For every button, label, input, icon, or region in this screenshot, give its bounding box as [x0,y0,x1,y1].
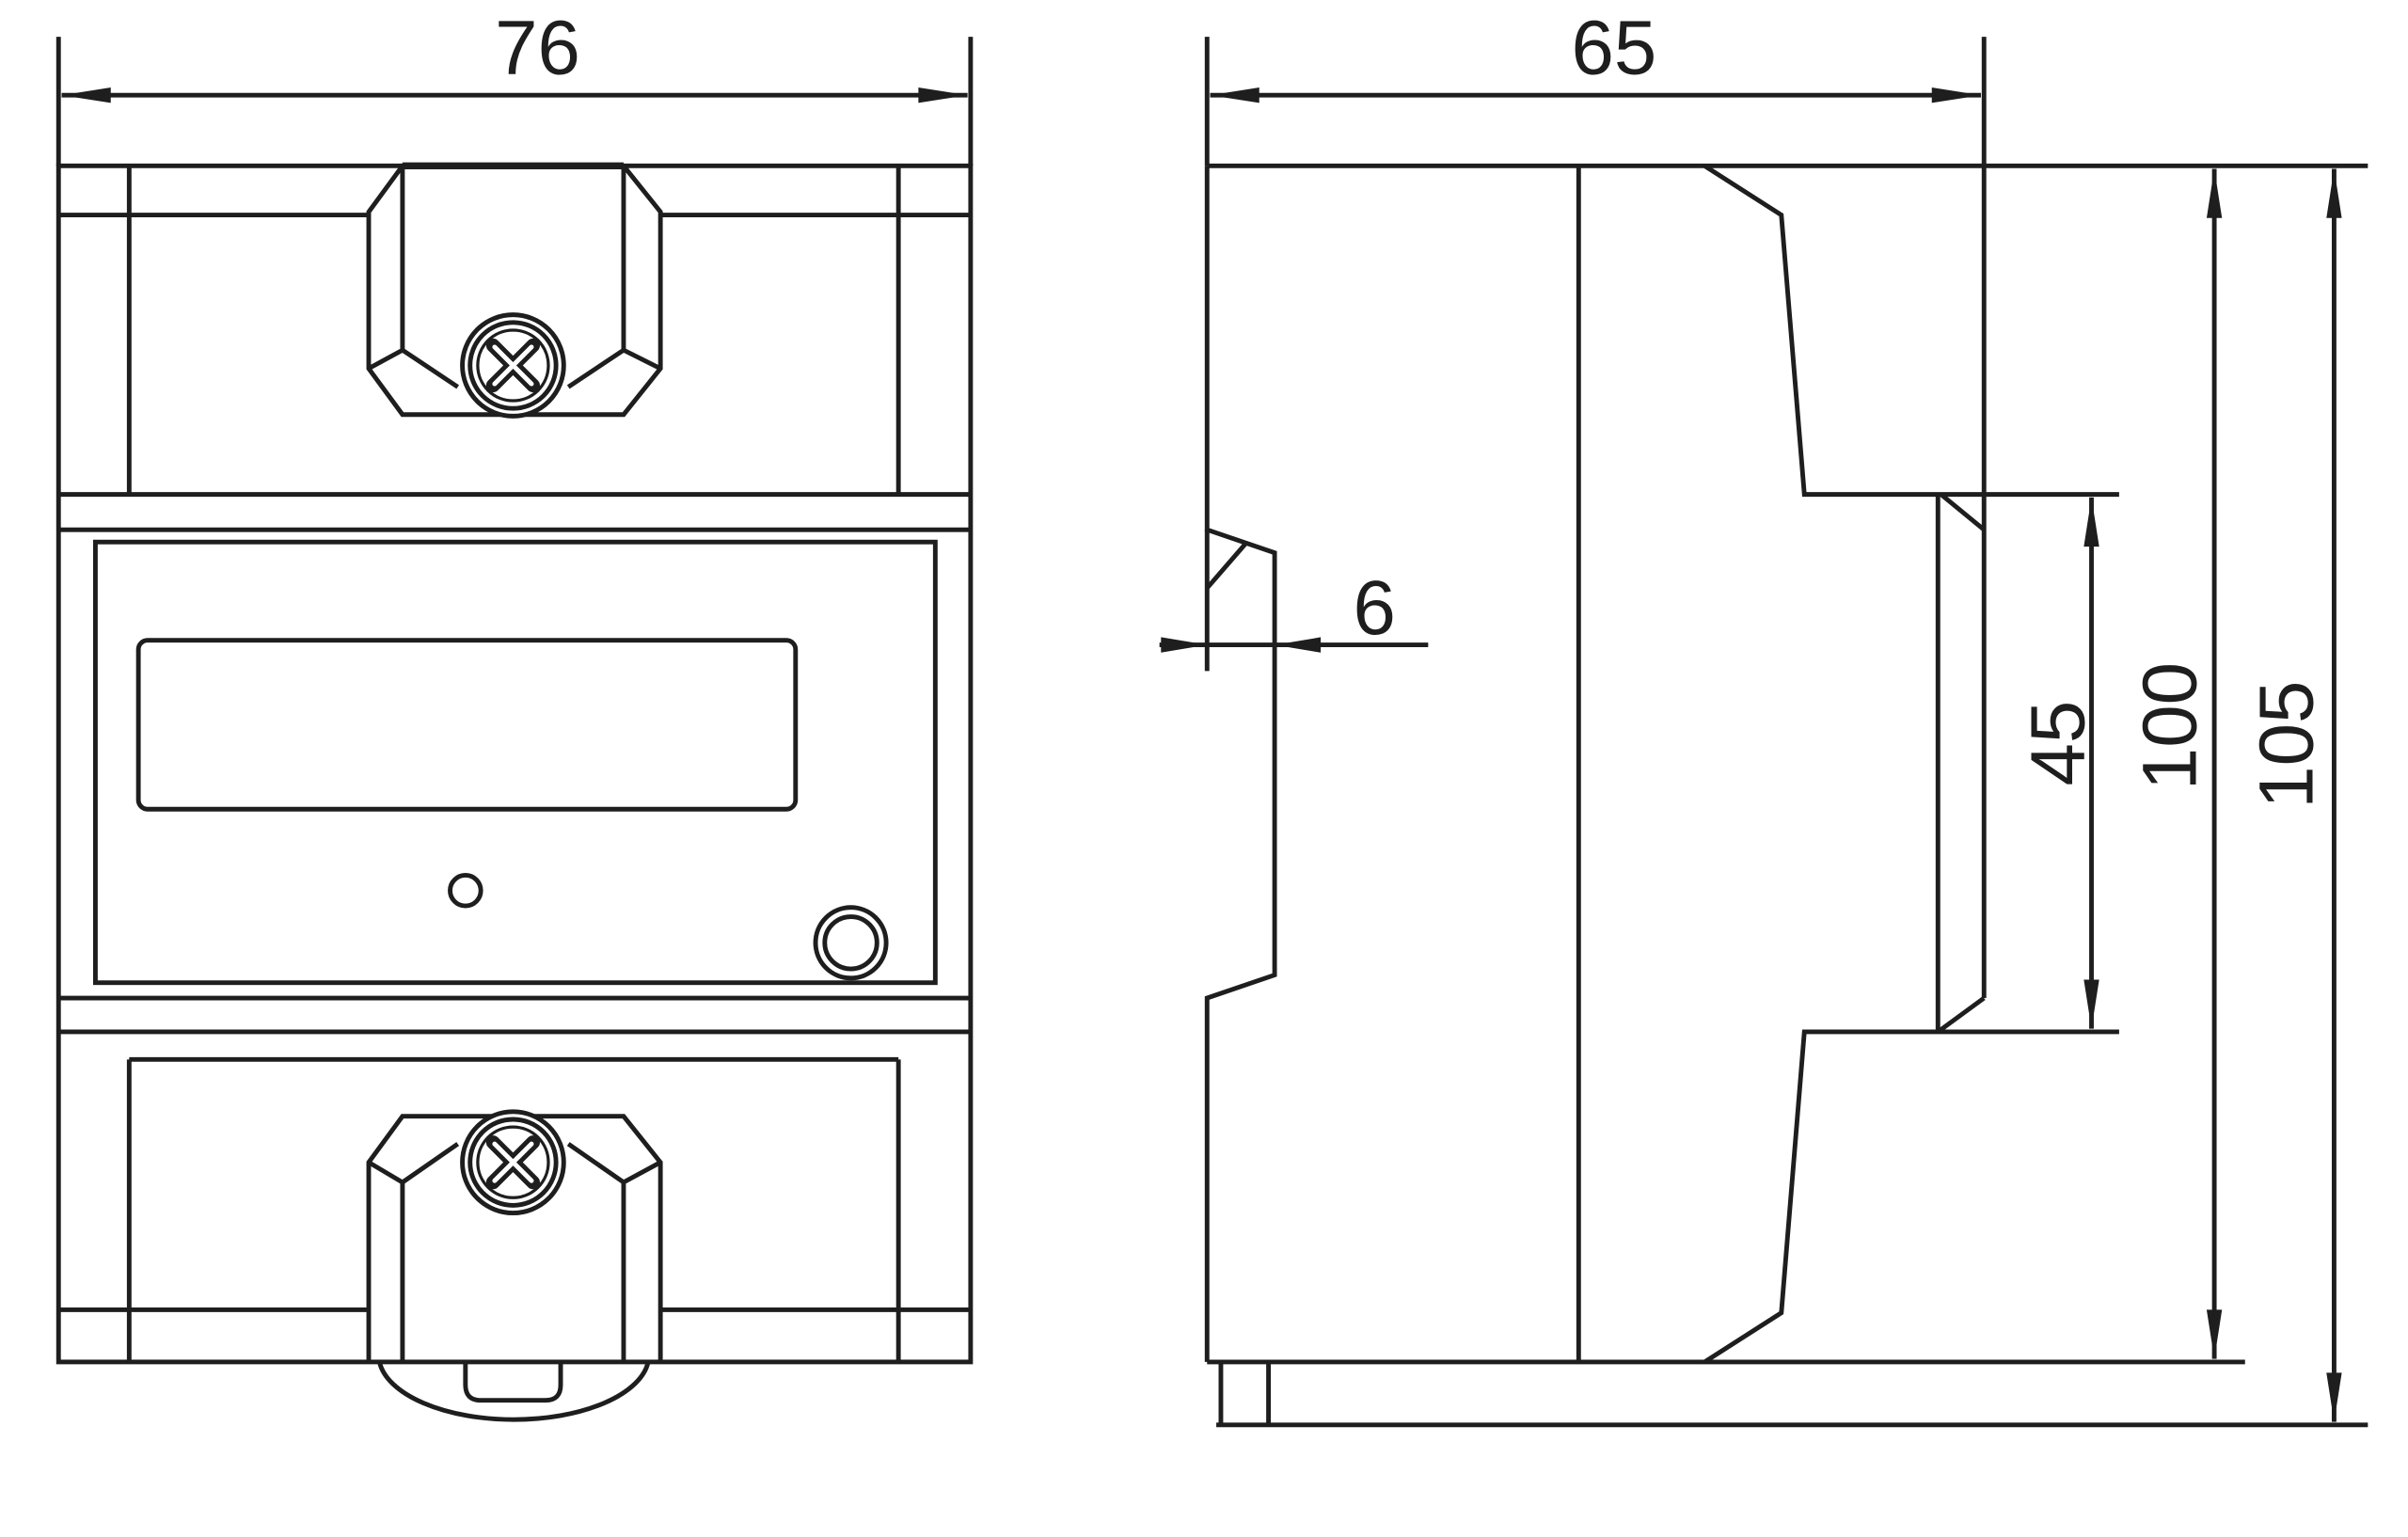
screw-icon [460,312,566,419]
depth-dimension: 65 [1204,5,1987,495]
clip-offset-dimension: 6 [1159,565,1429,653]
dimension-label-width: 76 [495,5,580,90]
rail-clip-tab [463,1361,563,1403]
arrowhead-up [2326,168,2342,218]
arrowhead-up [2206,168,2223,218]
screw-ring-inner [476,328,550,403]
lcd-window [135,638,799,812]
lower-terminal-cover [58,1056,971,1362]
upper-terminal-cover [58,166,971,495]
side-view: 65 6 45 [1159,5,2368,1428]
upper-terminal-block [366,162,663,419]
terminal-block-facet-right [566,1142,662,1185]
rear-edge-with-clip [1204,166,1277,1362]
rail-clip-tab-side [1218,1361,1272,1425]
dimension-label-rail: 45 [2015,701,2100,786]
rail-width-dimension: 45 [2015,497,2100,1029]
arrowhead-right [1931,87,1981,103]
dimension-label-overall-height: 105 [2244,681,2330,809]
arrowhead-right [1161,637,1208,653]
screw-cross-slot-inner [492,1141,534,1183]
front-panel [92,539,938,986]
button-inner-ring [822,914,879,972]
terminal-block-facet-left [367,1142,460,1185]
screw-cross-slot-inner [492,344,534,387]
front-view: 76 [55,5,974,1422]
screw-ring [467,1117,559,1208]
arrowhead-left [1275,637,1322,653]
front-protrusion [1935,492,1987,1034]
arrowhead-left [61,87,111,103]
dimension-label-body-height: 100 [2128,662,2213,790]
front-panel-frame [58,492,971,1035]
clip-notch [1205,540,1249,590]
arrowhead-up [2083,497,2099,547]
screw-ring-inner [476,1125,550,1199]
arrowhead-down [2206,1309,2223,1359]
arrowhead-right [918,87,968,103]
front-profile-lower [1703,1029,2119,1364]
indicator-led [448,873,483,909]
screw-ring [467,320,559,411]
dimension-label-clip: 6 [1353,565,1395,651]
front-profile-upper [1703,164,2119,498]
terminal-block-facet-right [566,347,662,389]
protrusion-chamfer-top [1939,492,1986,532]
arrowhead-left [1210,87,1259,103]
button-outer-ring [813,905,889,981]
screw-icon [460,1109,566,1216]
overall-height-dimension: 105 [2244,168,2342,1422]
panel-button [813,905,889,981]
arrowhead-down [2083,979,2099,1029]
width-dimension: 76 [55,5,974,166]
rail-clip-arc [377,1361,651,1422]
lower-terminal-block [366,1109,663,1362]
protrusion-chamfer-bottom [1936,996,1986,1034]
dimension-label-depth: 65 [1571,5,1656,90]
arrowhead-down [2326,1372,2342,1422]
body-height-dimension: 100 [2128,168,2223,1359]
terminal-block-outline [366,163,663,418]
rail-clip-front [377,1361,651,1422]
terminal-block-facet-left [367,347,460,389]
